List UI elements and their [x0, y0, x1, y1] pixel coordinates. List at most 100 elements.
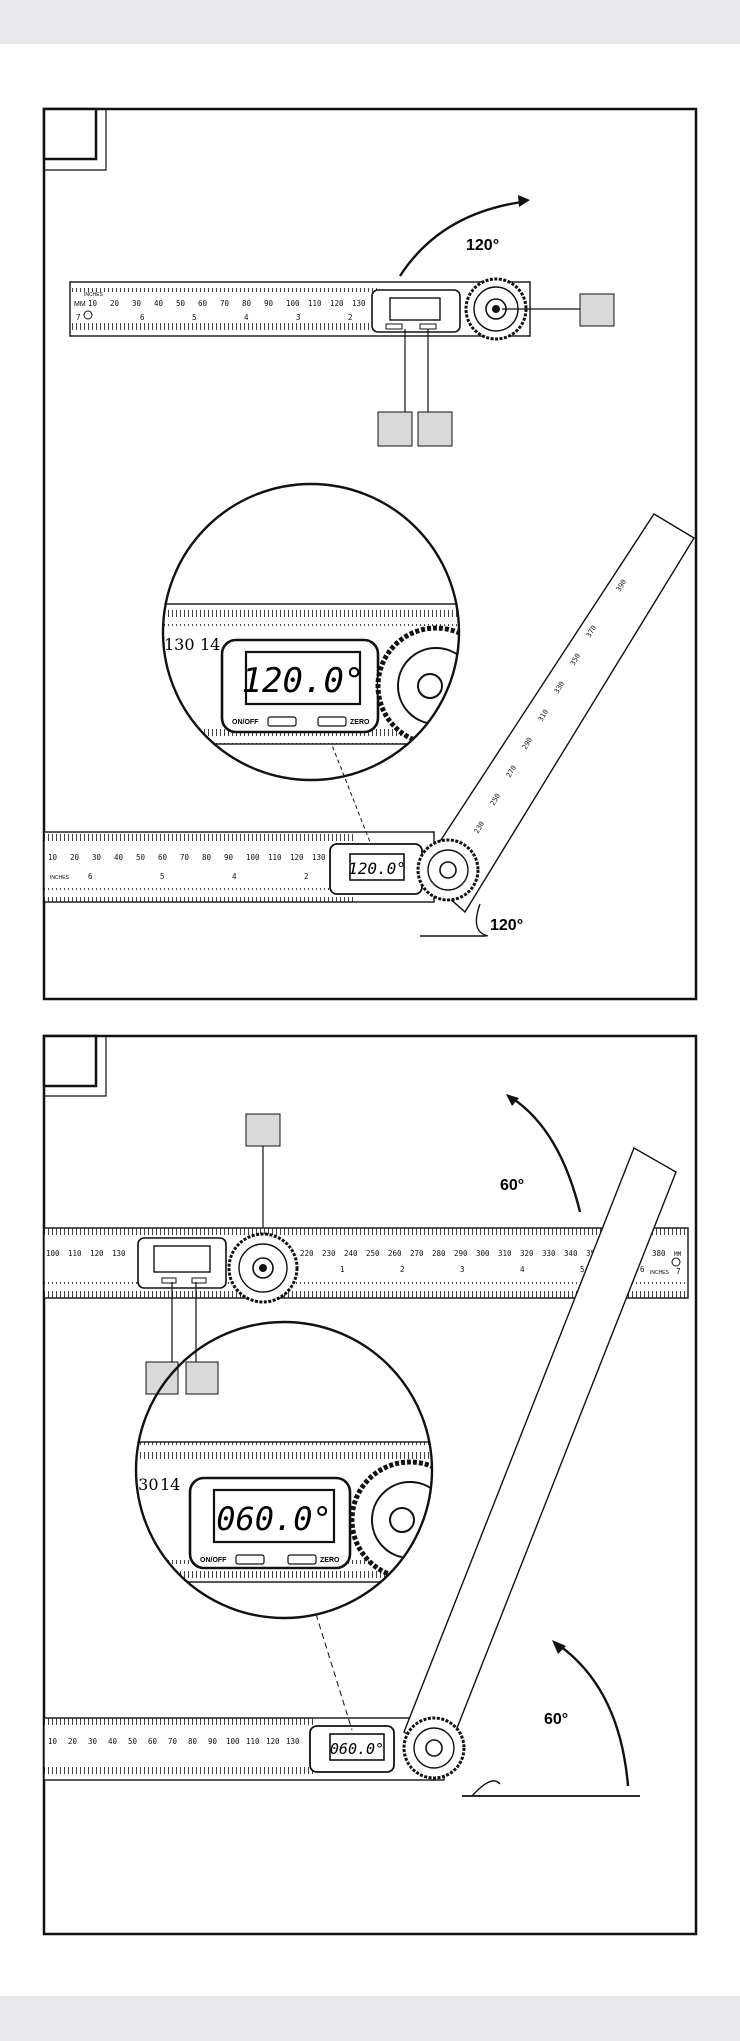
callout-box-zero	[185, 1361, 219, 1395]
svg-text:INCHES: INCHES	[50, 875, 70, 881]
open-ruler: 10 20 30 40 50 60 70 80 90 100 110 120 1…	[43, 513, 695, 937]
svg-text:60: 60	[198, 299, 208, 308]
zoom-circle	[134, 1320, 434, 1620]
lcd-screen-zoom	[212, 1488, 336, 1544]
svg-text:5: 5	[192, 313, 197, 322]
svg-text:90: 90	[208, 1737, 218, 1746]
lcd-screen	[389, 297, 441, 321]
svg-text:100: 100	[226, 1737, 240, 1746]
svg-text:10: 10	[48, 1737, 58, 1746]
on-off-button[interactable]	[385, 323, 403, 330]
svg-text:130: 130	[352, 299, 366, 308]
figure-2: 60° 100 110 120 130 220 230 240 250 260 …	[0, 990, 740, 1950]
manual-page	[0, 44, 740, 1996]
folded-ruler: MM 10 20 30 40 50 60 70 80 90 100 110 12…	[69, 277, 531, 341]
svg-text:130: 130	[112, 1249, 126, 1258]
angle-label: 120°	[490, 917, 523, 934]
svg-text:1: 1	[340, 1265, 345, 1274]
svg-text:30: 30	[132, 299, 142, 308]
svg-text:110: 110	[68, 1249, 82, 1258]
svg-text:4: 4	[244, 313, 249, 322]
on-off-button[interactable]	[161, 1277, 177, 1284]
folded-ruler: 100 110 120 130 220 230 240 250 260 270 …	[43, 1227, 689, 1304]
svg-text:110: 110	[246, 1737, 260, 1746]
svg-text:14: 14	[160, 1475, 180, 1494]
svg-text:50: 50	[176, 299, 186, 308]
svg-text:70: 70	[220, 299, 230, 308]
svg-text:4: 4	[232, 872, 237, 881]
svg-text:30: 30	[88, 1737, 98, 1746]
lcd-screen-zoom	[244, 650, 362, 706]
svg-text:280: 280	[432, 1249, 446, 1258]
svg-text:ZERO: ZERO	[320, 1557, 340, 1564]
svg-text:6: 6	[140, 313, 145, 322]
svg-text:20: 20	[70, 853, 80, 862]
svg-text:6: 6	[640, 1265, 645, 1274]
svg-text:120: 120	[90, 1249, 104, 1258]
zero-button-zoom[interactable]	[317, 716, 347, 727]
svg-text:100: 100	[286, 299, 300, 308]
svg-text:120: 120	[290, 853, 304, 862]
svg-text:340: 340	[564, 1249, 578, 1258]
svg-text:40: 40	[108, 1737, 118, 1746]
rotation-arrow	[398, 200, 523, 277]
lcd-reading-zoom: 120.0°	[242, 661, 365, 701]
svg-text:70: 70	[168, 1737, 178, 1746]
svg-text:110: 110	[268, 853, 282, 862]
svg-text:7: 7	[76, 313, 81, 322]
lcd-screen	[153, 1245, 211, 1273]
svg-text:80: 80	[202, 853, 212, 862]
svg-text:260: 260	[388, 1249, 402, 1258]
figure-number-box	[42, 107, 98, 161]
svg-text:3: 3	[460, 1265, 465, 1274]
svg-text:7: 7	[676, 1267, 681, 1276]
svg-text:100: 100	[46, 1249, 60, 1258]
svg-text:240: 240	[344, 1249, 358, 1258]
zoom-detail: 130 14 060.0° ON/OFF ZERO	[136, 1441, 432, 1583]
zero-button-zoom[interactable]	[287, 1554, 317, 1565]
svg-text:2: 2	[400, 1265, 405, 1274]
lcd-reading-small: 060.0°	[330, 1740, 384, 1758]
lcd-reading-small: 120.0°	[348, 859, 406, 878]
svg-text:2: 2	[304, 872, 309, 881]
svg-text:110: 110	[308, 299, 322, 308]
svg-text:20: 20	[110, 299, 120, 308]
figure-frame	[42, 107, 698, 1001]
svg-text:130: 130	[164, 635, 195, 654]
svg-text:10: 10	[88, 299, 98, 308]
svg-text:230: 230	[322, 1249, 336, 1258]
svg-text:320: 320	[520, 1249, 534, 1258]
svg-text:80: 80	[242, 299, 252, 308]
figure-1-drawing: 120° MM 10 20 30 40 50 60 70 80 90 100 1…	[42, 107, 698, 1001]
svg-text:60: 60	[148, 1737, 158, 1746]
svg-text:MM: MM	[74, 301, 86, 308]
svg-text:MM: MM	[674, 1251, 682, 1258]
svg-text:50: 50	[128, 1737, 138, 1746]
svg-text:330: 330	[542, 1249, 556, 1258]
svg-text:90: 90	[264, 299, 274, 308]
zero-button[interactable]	[191, 1277, 207, 1284]
callout-box-zero	[417, 411, 453, 447]
figure-2-drawing: 60° 100 110 120 130 220 230 240 250 260 …	[42, 1034, 698, 1936]
svg-text:ON/OFF: ON/OFF	[200, 1557, 227, 1564]
on-off-button-zoom[interactable]	[235, 1554, 265, 1565]
svg-text:80: 80	[188, 1737, 198, 1746]
rotation-arrow-small	[559, 1645, 630, 1787]
svg-text:60: 60	[158, 853, 168, 862]
svg-text:120: 120	[266, 1737, 280, 1746]
svg-text:380: 380	[652, 1249, 666, 1258]
svg-text:300: 300	[476, 1249, 490, 1258]
angle-label: 60°	[544, 1711, 568, 1728]
svg-text:250: 250	[366, 1249, 380, 1258]
svg-text:130: 130	[312, 853, 326, 862]
svg-text:50: 50	[136, 853, 146, 862]
svg-text:220: 220	[300, 1249, 314, 1258]
on-off-button-zoom[interactable]	[267, 716, 297, 727]
rotation-arrow	[511, 1097, 582, 1213]
svg-text:290: 290	[454, 1249, 468, 1258]
svg-text:100: 100	[246, 853, 260, 862]
svg-text:20: 20	[68, 1737, 78, 1746]
svg-text:130: 130	[286, 1737, 300, 1746]
zero-button[interactable]	[419, 323, 437, 330]
svg-text:INCHES: INCHES	[650, 1270, 670, 1276]
